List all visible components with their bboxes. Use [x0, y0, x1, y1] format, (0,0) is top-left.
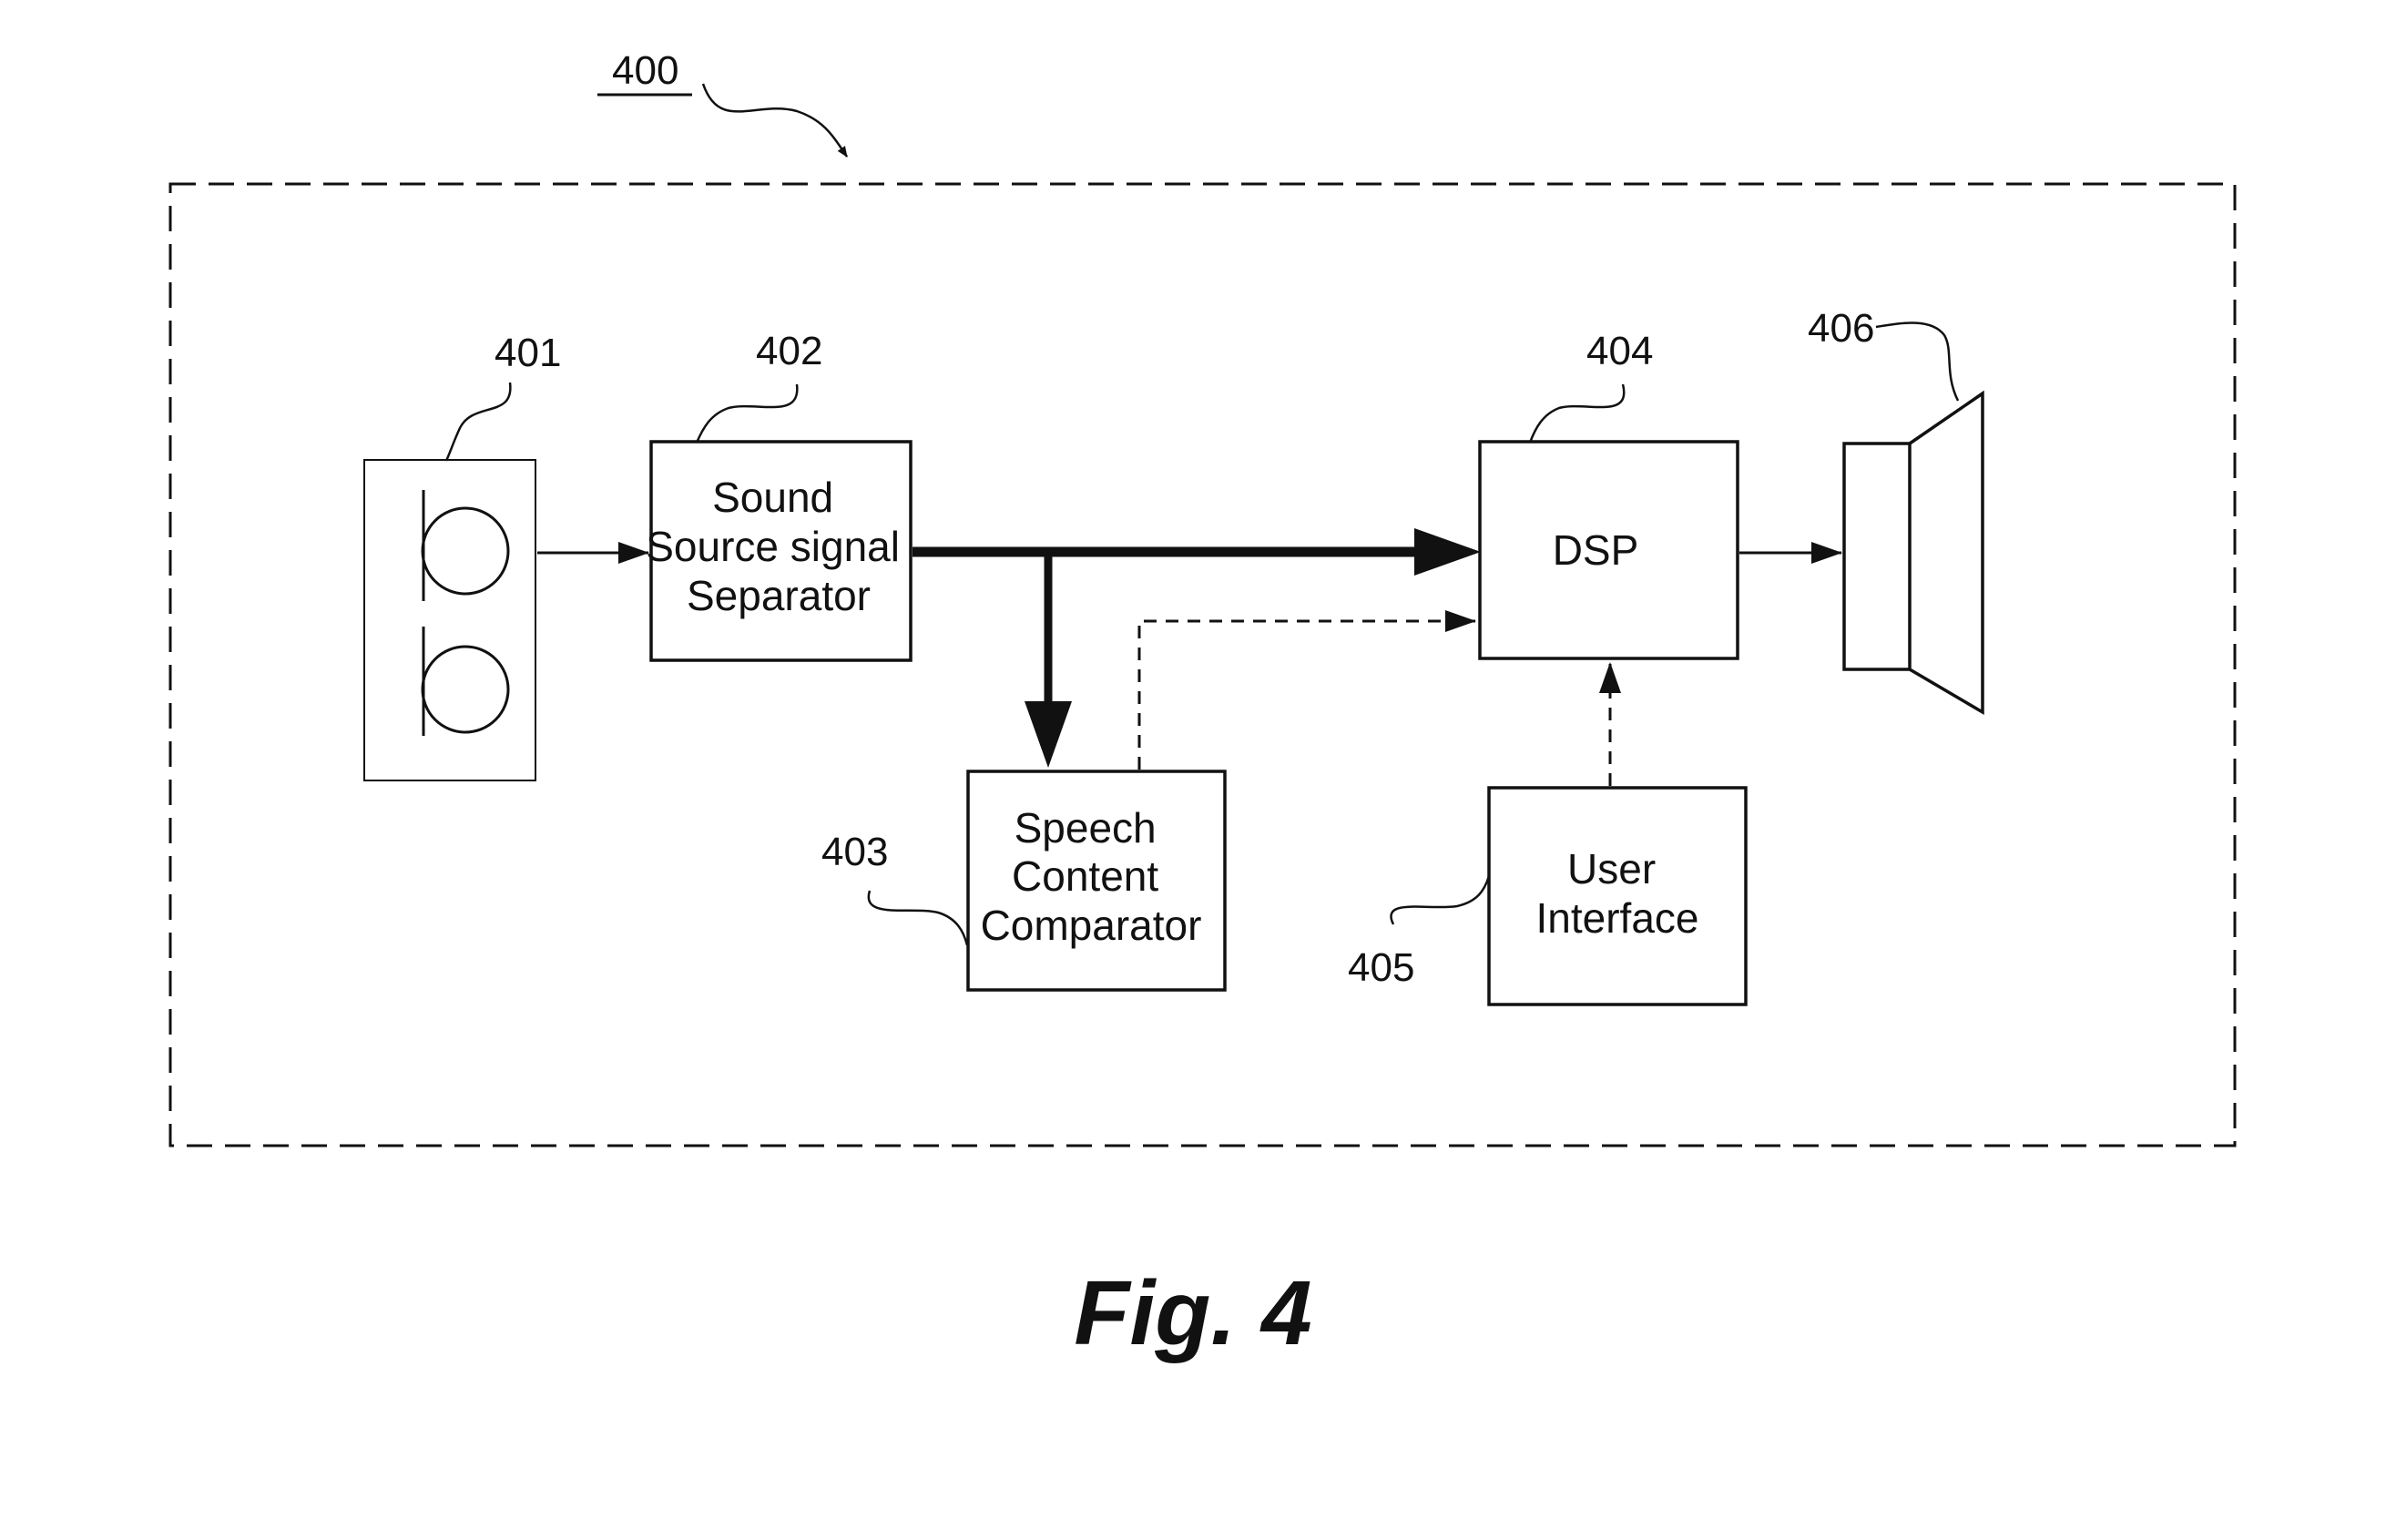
- bus-arrowhead-comparator: [1025, 701, 1072, 768]
- comparator-label: Speech Content Comparator: [981, 804, 1202, 949]
- microphone-array: [363, 459, 536, 781]
- dsp-block: [1478, 440, 1739, 660]
- label-403-leader: [867, 890, 969, 946]
- speaker-icon-body: [1842, 442, 1912, 671]
- comparator-label-line-1: Speech: [1015, 804, 1157, 852]
- user-interface-label-line-1: User: [1567, 845, 1656, 892]
- label-403: 403: [821, 830, 888, 874]
- label-400-leader: [701, 83, 849, 158]
- dashed-comparator-to-dsp: [1137, 610, 1476, 770]
- label-406-leader: [1875, 321, 1960, 402]
- separator-block: [649, 440, 913, 662]
- dsp-label-line-1: DSP: [1553, 526, 1639, 574]
- separator-label-line-1: Sound: [712, 474, 833, 521]
- comparator-label-line-2: Content: [1012, 852, 1158, 900]
- separator-label-line-3: Separator: [687, 572, 871, 619]
- speaker-icon: [1842, 390, 1984, 716]
- figure-caption: Fig. 4: [1074, 1262, 1311, 1364]
- comparator-label-line-3: Comparator: [981, 902, 1202, 949]
- user-interface-block: [1487, 786, 1748, 1006]
- separator-label: Sound Source signal Separator: [646, 474, 912, 619]
- separator-label-line-2: Source signal: [646, 523, 900, 570]
- label-402: 402: [756, 329, 822, 373]
- label-400: 400: [612, 48, 678, 93]
- label-406: 406: [1808, 306, 1874, 351]
- user-interface-label: User Interface: [1536, 845, 1699, 942]
- microphone-icon-top: [421, 506, 510, 596]
- label-405: 405: [1348, 945, 1414, 990]
- label-405-leader: [1390, 875, 1491, 925]
- label-402-leader: [695, 383, 799, 444]
- label-404-leader: [1528, 383, 1626, 444]
- label-401: 401: [495, 331, 561, 375]
- dsp-label: DSP: [1553, 526, 1639, 574]
- label-404: 404: [1586, 329, 1653, 373]
- system-boundary: [168, 182, 2237, 1147]
- microphone-array-frame: [363, 459, 536, 781]
- microphone-icon-bottom: [421, 645, 510, 734]
- speaker-icon-cone: [1909, 390, 1984, 716]
- label-401-leader: [444, 382, 512, 462]
- user-interface-label-line-2: Interface: [1536, 894, 1699, 942]
- bus-arrowhead-dsp: [1414, 528, 1481, 576]
- comparator-block: [966, 770, 1227, 992]
